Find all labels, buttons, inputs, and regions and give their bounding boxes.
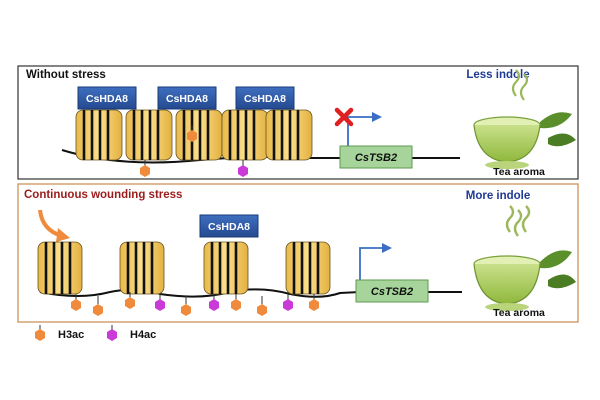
svg-text:CsHDA8: CsHDA8: [86, 93, 128, 105]
h3ac-mark-bottom-5: [231, 294, 241, 311]
h3ac-mark-bottom-7: [309, 294, 319, 311]
nucleosome-top-4: [221, 109, 269, 161]
nucleosome-top-3: [175, 109, 223, 161]
legend-item-h4ac: H4ac: [107, 325, 156, 341]
legend-item-h3ac: H3ac: [35, 325, 84, 341]
h3ac-mark-bottom-1: [71, 294, 81, 311]
transcription-arrow-icon: [347, 112, 382, 147]
gene-box-top: CsTSB2: [339, 145, 413, 169]
gene-box-bottom: CsTSB2: [355, 279, 429, 303]
nucleosome-bottom-1: [37, 241, 83, 295]
stress-arrow-icon: [38, 209, 70, 242]
nucleosome-bottom-2: [119, 241, 165, 295]
repression-x-icon: [334, 107, 354, 127]
enzyme-box-bottom: CsHDA8: [199, 214, 259, 238]
svg-text:CsTSB2: CsTSB2: [371, 286, 413, 298]
enzyme-box-top-1: CsHDA8: [77, 86, 137, 110]
product-label-top: Tea aroma: [493, 166, 545, 178]
svg-text:H4ac: H4ac: [130, 329, 156, 341]
h4ac-mark-bottom-3: [283, 294, 293, 311]
h3ac-mark-bottom-4: [181, 296, 191, 316]
tea-cup-icon-bottom: [473, 205, 576, 311]
result-label-top: Less indole: [466, 69, 529, 81]
condition-label-top: Without stress: [26, 69, 106, 81]
enzyme-box-top-2: CsHDA8: [157, 86, 217, 110]
nucleosome-top-2: [125, 109, 173, 161]
panel-without-stress: Without stress Less indole CsHDA8: [17, 65, 579, 180]
svg-text:CsHDA8: CsHDA8: [208, 221, 250, 233]
svg-text:CsHDA8: CsHDA8: [244, 93, 286, 105]
h4ac-mark-bottom-1: [155, 294, 165, 311]
h3ac-mark-bottom-6: [257, 296, 267, 316]
nucleosome-top-5: [265, 109, 313, 161]
dna-strand-bottom: [39, 288, 462, 298]
enzyme-box-top-3: CsHDA8: [235, 86, 295, 110]
condition-label-bottom: Continuous wounding stress: [24, 189, 182, 201]
h4ac-mark-top-1: [238, 160, 248, 177]
transcription-arrow-icon-bottom: [359, 243, 392, 282]
svg-text:CsHDA8: CsHDA8: [166, 93, 208, 105]
h3ac-mark-bottom-2: [93, 296, 103, 316]
tea-cup-icon: [473, 69, 576, 169]
nucleosome-top-1: [75, 109, 123, 161]
acetylation-marks-bottom: [71, 292, 319, 316]
h3ac-mark-top-2: [187, 125, 197, 142]
h3ac-mark-top-1: [140, 160, 150, 177]
svg-text:H3ac: H3ac: [58, 329, 84, 341]
result-label-bottom: More indole: [466, 190, 531, 202]
legend: H3ac H4ac: [35, 325, 156, 341]
h4ac-mark-bottom-2: [209, 294, 219, 311]
h3ac-mark-bottom-3: [125, 292, 135, 309]
nucleosome-bottom-4: [285, 241, 331, 295]
svg-text:CsTSB2: CsTSB2: [355, 152, 397, 164]
nucleosome-bottom-3: [203, 241, 249, 295]
product-label-bottom: Tea aroma: [493, 307, 545, 319]
panel-wounding-stress: Continuous wounding stress More indole: [17, 183, 579, 323]
